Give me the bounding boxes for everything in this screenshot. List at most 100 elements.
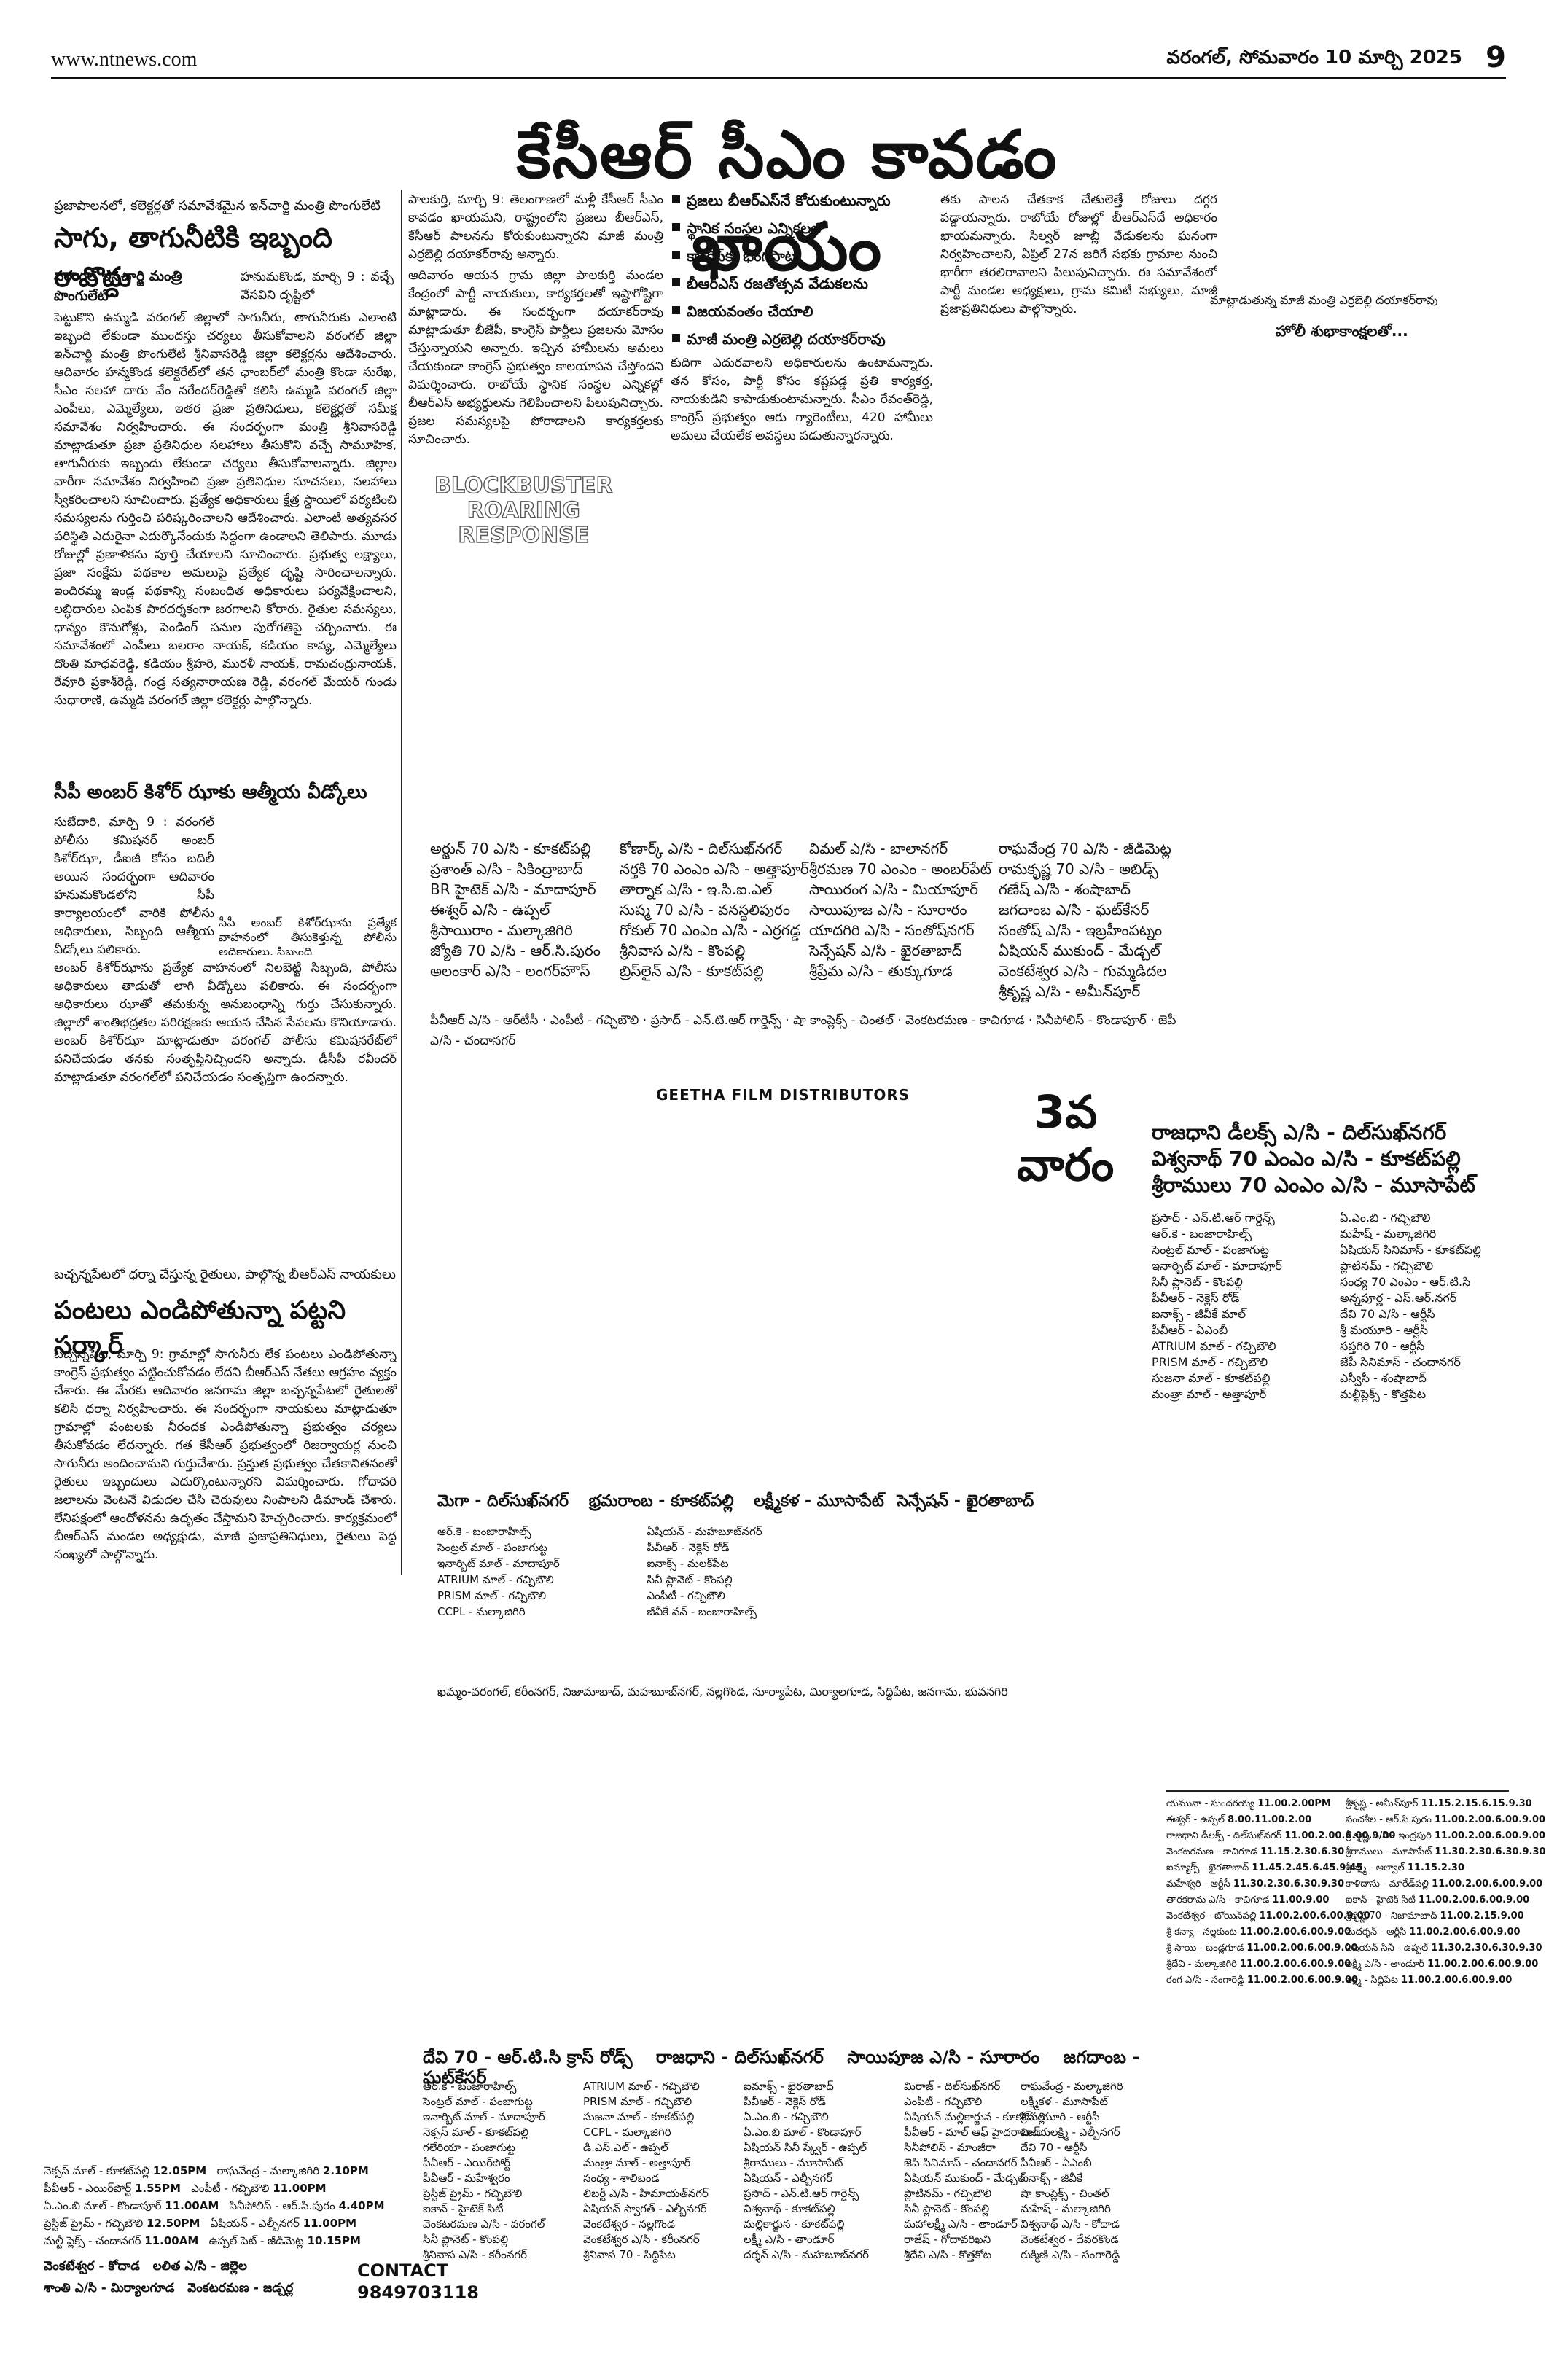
highlight-item: మాజీ మంత్రి ఎర్రబెల్లి దయాకర్‌రావు xyxy=(671,325,962,353)
theatre-item: లక్ష్మీకళ - మూసాపేట్ xyxy=(1021,2095,1108,2108)
film-ad-mid-list: ఆర్.కె - బంజారాహిల్స్ సెంట్రల్ మాల్ - పం… xyxy=(437,1523,846,1620)
show-row: శ్రీకృష్ణ - అమీన్‌పూర్ 11.15.2.15.6.15.9… xyxy=(1346,1796,1532,1812)
theatre-item: ప్రెస్టిజ్ ప్రైమ్ - గచ్చిబౌలి xyxy=(423,2187,523,2200)
site-url[interactable]: www.ntnews.com xyxy=(51,48,198,71)
film-ad-corner: నెక్సస్ మాల్ - కూకట్‌పల్లి 12.05PM రాఘవే… xyxy=(44,2162,423,2250)
show-time: 11.00PM xyxy=(303,2217,357,2230)
theatre-item: శ్రీ కన్యా - నల్లకుంట xyxy=(1166,1927,1237,1938)
story-left-lead: హనుమకొండ, మార్చి 9 : వచ్చే వేసవిని దృష్ట… xyxy=(241,270,394,303)
theatre-item: తారకరామ ఎ/సి - కాచిగూడ xyxy=(1166,1895,1270,1905)
theatre-item: శ్రీ సాయి - బండ్లగూడ xyxy=(1166,1943,1244,1954)
theatre-item: మహేష్ - మల్కాజిగిరి xyxy=(1021,2202,1111,2215)
distributor-name: GEETHA FILM DISTRIBUTORS xyxy=(656,1086,910,1104)
ad-col: విమల్ ఎ/సి - బాలానగర్ శ్రీరమణ 70 ఎంఎం - … xyxy=(809,838,999,981)
film-ad-right-list-b: ఏ.ఎం.బి - గచ్చిబౌలి మహేష్ - మల్కాజిగిరి … xyxy=(1340,1210,1515,1402)
theatre-item: సంతోష్ ఎ/సి - ఇబ్రహీంపట్నం xyxy=(999,921,1163,939)
theatre-item: వెంకటేశ్వర ఎ/సి - గుమ్మడిదల xyxy=(999,962,1167,980)
theatre-item: డి.ఎస్.ఎల్ - ఉప్పల్ xyxy=(583,2141,668,2154)
show-row: శ్రీ కన్యా - నల్లకుంట 11.00.2.00.6.00.9.… xyxy=(1166,1924,1351,1940)
highlight-item: బీఆర్ఎస్ రజతోత్సవ వేడుకలను xyxy=(671,270,962,297)
show-time: 11.00.2.00.6.00.9.00 xyxy=(1240,1959,1351,1970)
theatre-item: ప్రసాద్ - ఎన్.టి.ఆర్ గార్డెన్స్ xyxy=(650,1013,781,1028)
theatre-item: ఆర్.కె - బంజారాహిల్స్ xyxy=(1152,1227,1252,1241)
contact-label: CONTACT xyxy=(357,2260,449,2281)
theatre-item: ఐమ్యాక్స్ - ఖైరతాబాద్ xyxy=(1166,1862,1249,1873)
theatre-title: మెగా - దిల్‌సుఖ్‌నగర్ xyxy=(437,1492,569,1510)
story-left-kicker: ప్రజాపాలనలో, కలెక్టర్లతో సమావేశమైన ఇన్‌చ… xyxy=(54,198,381,214)
show-row: రాజధాని డీలక్స్ - దిల్‌సుఖ్‌నగర్ 11.00.2… xyxy=(1166,1828,1395,1844)
contact-number[interactable]: 9849703118 xyxy=(357,2282,479,2303)
theatre-item: ఎంపీటీ - గచ్చిబౌలి xyxy=(904,2095,983,2108)
film-ad-right-list-a: ప్రసాద్ - ఎన్.టి.ఆర్ గార్డెన్స్ ఆర్.కె -… xyxy=(1152,1210,1334,1402)
show-row: శాంతి ఎ/సి - మిర్యాలగూడ వెంకటరమణ - జడ్చర… xyxy=(44,2277,350,2299)
show-time: 11.00.2.00.6.00.9.00 xyxy=(1239,1927,1351,1938)
film-ad-main: అర్జున్ 70 ఎ/సి - కూకట్‌పల్లి ప్రశాంత్ ఎ… xyxy=(430,838,1188,1130)
theatre-item: శ్రీప్రేమ ఎ/సి - తుక్కుగూడ xyxy=(809,962,953,980)
theatre-item: రాజధాని డీలక్స్ - దిల్‌సుఖ్‌నగర్ xyxy=(1166,1830,1282,1841)
theatre-item: లక్ష్మీ ఎ/సి - తాండూర్ xyxy=(744,2233,835,2246)
show-time: 11.00.2.00.6.00.9.00 xyxy=(1432,1878,1543,1889)
theatre-item: పీవీఆర్ - నెక్లెస్ రోడ్ xyxy=(1152,1291,1240,1305)
ad-col: రాఘవేంద్ర 70 ఎ/సి - జీడిమెట్ల రామకృష్ణ 7… xyxy=(999,838,1188,1002)
theatre-item: సుష్మ 70 ఎ/సి - వనస్థలిపురం xyxy=(620,901,790,918)
theatre-item: సినీ ప్లానెట్ - కొంపల్లి xyxy=(423,2233,509,2246)
theatre-item: ఏషియన్ స్వాగత్ - ఎల్బీనగర్ xyxy=(583,2202,707,2215)
show-row: శ్రీలక్ష్మి - ఆల్వాల్ 11.15.2.30 xyxy=(1346,1860,1512,1876)
theatre-item: విశ్వనాథ్ - కూకట్‌పల్లి xyxy=(744,2202,835,2215)
theatre-item: యమునా - సుందరయ్య xyxy=(1166,1798,1255,1809)
show-time: 11.00.2.00.6.00.9.00 xyxy=(1259,1911,1370,1921)
theatre-item: శాంతి ఎ/సి - మిర్యాలగూడ xyxy=(44,2281,175,2295)
theatre-item: రాఘవేంద్ర - మల్కాజిగిరి xyxy=(1021,2080,1123,2093)
theatre-item: వెంకటేశ్వర - దేవరకొండ xyxy=(1021,2233,1119,2246)
show-row: మహేశ్వరి - ఆర్టీసీ 11.30.2.30.6.30.9.30 xyxy=(1166,1876,1344,1892)
theatre-item: CCPL - మల్కాజిగిరి xyxy=(583,2126,671,2139)
theatre-item: ఐమాక్స్ - ఖైరతాబాద్ xyxy=(744,2080,834,2093)
theatre-item: శ్రీ కృష్ణ ఎ/సి - ఇంద్రపురి xyxy=(1346,1830,1432,1841)
theatre-item: వెంకటరమణ - జడ్చర్ల xyxy=(187,2281,294,2295)
theatre-item: లిబర్టీ ఎ/సి - హిమాయత్‌నగర్ xyxy=(583,2187,709,2200)
blockbuster-stamp: BLOCKBUSTER ROARING RESPONSE xyxy=(434,473,613,548)
highlight-item: కాంగ్రెస్‌కు భంగపాటు xyxy=(671,242,962,270)
theatre-item: లక్ష్మీ ఎ/సి - తాండూర్ xyxy=(1346,1959,1424,1970)
story-center-lead: పాలకుర్తి, మార్చి 9: తెలంగాణలో మళ్లీ కేస… xyxy=(408,192,663,262)
page-number: 9 xyxy=(1486,41,1506,74)
film-ad-bottom-col1: ఆర్.కె - బంజారాహిల్స్ సెంట్రల్ మాల్ - పం… xyxy=(423,2079,576,2263)
show-row: శ్రీరాములు - మూసాపేట్ 11.30.2.30.6.30.9.… xyxy=(1346,1844,1546,1860)
theatre-item: ప్రసాద్ - ఎన్.టి.ఆర్ గార్డెన్స్ xyxy=(744,2187,859,2200)
show-row: సుదర్శన్ - ఆర్టీసీ 11.00.2.00.6.00.9.00 xyxy=(1346,1924,1521,1940)
ad-col: కోణార్క్ ఎ/సి - దిల్‌సుఖ్‌నగర్ నర్తకి 70… xyxy=(620,838,809,981)
theatre-item: నెక్సస్ మాల్ - కూకట్‌పల్లి xyxy=(44,2164,150,2177)
theatre-item: అలంకార్ ఎ/సి - లంగర్‌హౌస్ xyxy=(430,962,590,980)
theatre-item: వెంకటరమణ - కాచిగూడ xyxy=(905,1013,1025,1028)
show-row: మల్టీ ప్లెక్స్ - చందానగర్ 11.00AM ఉప్పల్… xyxy=(44,2232,423,2250)
theatre-item: సుజనా మాల్ - కూకట్‌పల్లి xyxy=(1152,1371,1271,1385)
show-row: లక్ష్మీ ఎ/సి - తాండూర్ 11.00.2.00.6.00.9… xyxy=(1346,1956,1538,1973)
theatre-item: మహాలక్ష్మీ ఎ/సి - తాండూర్ xyxy=(904,2217,1018,2231)
show-row: ఐమ్యాక్స్ - ఖైరతాబాద్ 11.45.2.45.6.45.9.… xyxy=(1166,1860,1363,1876)
theatre-item: ఐనాక్స్ - మలక్‌పేట xyxy=(647,1557,729,1570)
dateline: వరంగల్, సోమవారం 10 మార్చి 2025 xyxy=(1166,47,1462,69)
theatre-item: షా కాంప్లెక్స్ - చింతల్ xyxy=(1021,2187,1109,2200)
theatre-item: ఏషియన్ ముకుంద్ - మేడ్చల్ xyxy=(904,2172,1026,2185)
theatre-item: సుదర్శన్ - ఆర్టీసీ xyxy=(1346,1927,1407,1938)
theatre-item: సెంట్రల్ మాల్ - పంజాగుట్ట xyxy=(1152,1243,1269,1257)
film-ad-bottom-titles: దేవి 70 - ఆర్.టి.సి క్రాస్ రోడ్స్ రాజధాన… xyxy=(423,2047,1152,2088)
theatre-item: లక్ష్మి - సిద్దిపేట xyxy=(1346,1975,1399,1986)
theatre-item: ఆర్.కె - బంజారాహిల్స్ xyxy=(437,1525,531,1538)
theatre-item: PRISM మాల్ - గచ్చిబౌలి xyxy=(437,1589,547,1602)
show-row: లక్ష్మి - సిద్దిపేట 11.00.2.00.6.00.9.00 xyxy=(1346,1973,1512,1989)
show-time: 11.00.2.00.6.00.9.00 xyxy=(1284,1830,1396,1841)
theatre-item: సప్తగిరి 70 - ఆర్టీసీ xyxy=(1340,1339,1425,1353)
story-center-highlights: ప్రజలు బీఆర్ఎస్‌నే కోరుకుంటున్నారు స్థాన… xyxy=(671,187,962,353)
show-row: శ్రీ సాయి - బండ్లగూడ 11.00.2.00.6.00.9.0… xyxy=(1166,1940,1358,1956)
theatre-item: ఏషియన్ - ఎల్బీనగర్ xyxy=(210,2217,300,2230)
theatre-item: నర్తకి 70 ఎంఎం ఎ/సి - అత్తాపూర్ xyxy=(620,860,809,878)
theatre-item: శ్రీరమణ 70 ఎంఎం - అంబర్‌పేట్ xyxy=(809,860,992,878)
theatre-item: రాఘవేంద్ర 70 ఎ/సి - జీడిమెట్ల xyxy=(999,840,1171,857)
show-time: 11.00.2.00PM xyxy=(1257,1798,1331,1809)
theatre-item: ఐకాన్ - హైటెక్ సిటీ xyxy=(423,2202,504,2215)
show-time: 11.30.2.30.6.30.9.30 xyxy=(1435,1846,1546,1857)
show-time: 11.00.2.00.6.00.9.00 xyxy=(1409,1927,1521,1938)
show-time: 11.00.2.00.6.00.9.00 xyxy=(1246,1975,1359,1986)
show-time: 11.00.2.00.6.00.9.00 xyxy=(1434,1814,1546,1825)
